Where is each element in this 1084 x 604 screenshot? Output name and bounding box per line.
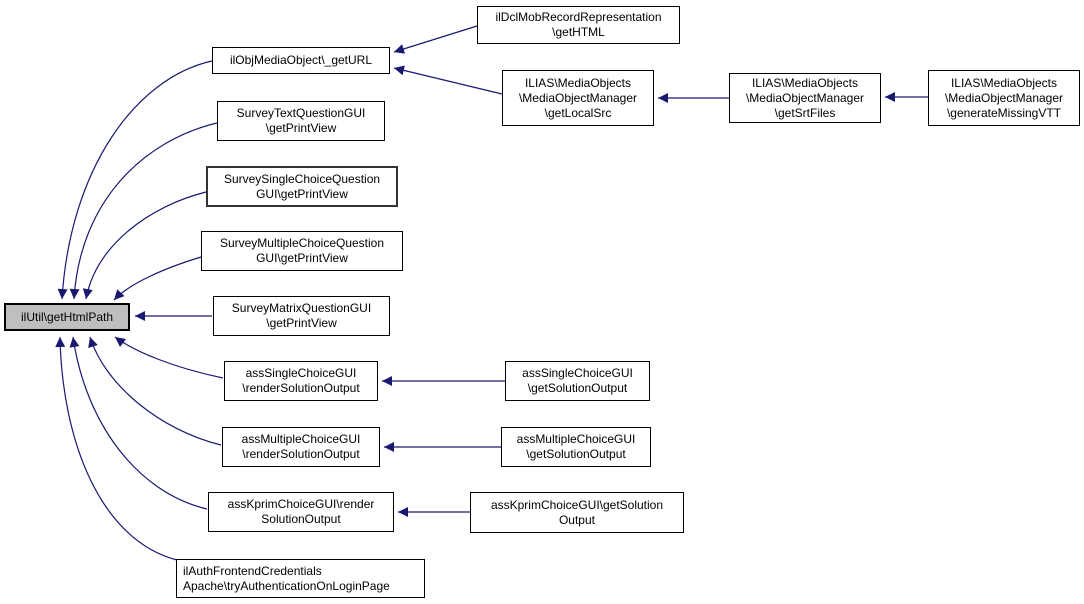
node-assmultiplechoicegui-rendersolutionoutput[interactable]: assMultipleChoiceGUI \renderSolutionOutp… xyxy=(222,427,380,467)
node-label: assMultipleChoiceGUI \renderSolutionOutp… xyxy=(241,432,361,461)
edge-amr-main xyxy=(88,336,222,446)
node-label: SurveySingleChoiceQuestion GUI\getPrintV… xyxy=(223,171,381,201)
node-mediaobjectmanager-getlocalsrc[interactable]: ILIAS\MediaObjects \MediaObjectManager \… xyxy=(502,70,654,126)
edge-auth-main xyxy=(55,336,178,561)
edge-smultiple-main xyxy=(113,256,202,301)
node-asskprimchoicegui-getsolutionoutput[interactable]: assKprimChoiceGUI\getSolution Output xyxy=(470,492,684,533)
node-asssinglechoicegui-rendersolutionoutput[interactable]: assSingleChoiceGUI \renderSolutionOutput xyxy=(224,361,378,401)
node-ildclmobrecordrepresentation-gethtml[interactable]: ilDclMobRecordRepresentation \getHTML xyxy=(477,6,680,44)
node-mediaobjectmanager-getsrtfiles[interactable]: ILIAS\MediaObjects \MediaObjectManager \… xyxy=(729,73,881,123)
node-label: ILIAS\MediaObjects \MediaObjectManager \… xyxy=(944,75,1064,120)
node-label: SurveyMatrixQuestionGUI \getPrintView xyxy=(231,301,372,330)
node-asskprimchoicegui-rendersolutionoutput[interactable]: assKprimChoiceGUI\render SolutionOutput xyxy=(208,492,394,532)
node-surveysinglechoicequestiongui-getprintview[interactable]: SurveySingleChoiceQuestion GUI\getPrintV… xyxy=(206,166,398,207)
edge-dcl-geturl xyxy=(393,25,478,54)
edge-stext-main xyxy=(69,122,218,300)
node-mediaobjectmanager-generatemissingvtt[interactable]: ILIAS\MediaObjects \MediaObjectManager \… xyxy=(928,70,1080,126)
node-label: ilDclMobRecordRepresentation \getHTML xyxy=(495,10,662,39)
edge-localsrc-geturl xyxy=(393,65,503,95)
node-label: assSingleChoiceGUI \getSolutionOutput xyxy=(522,366,633,395)
node-label: ilUtil\getHtmlPath xyxy=(20,309,114,324)
node-label: assKprimChoiceGUI\render SolutionOutput xyxy=(227,497,375,526)
node-label: ilAuthFrontendCredentials Apache\tryAuth… xyxy=(183,563,390,593)
edge-geturl-main xyxy=(57,60,213,300)
node-label: SurveyMultipleChoiceQuestion GUI\getPrin… xyxy=(219,236,385,265)
node-label: ILIAS\MediaObjects \MediaObjectManager \… xyxy=(745,75,865,120)
node-label: ILIAS\MediaObjects \MediaObjectManager \… xyxy=(518,75,638,120)
edge-ssingle-main xyxy=(82,191,207,300)
node-asssinglechoicegui-getsolutionoutput[interactable]: assSingleChoiceGUI \getSolutionOutput xyxy=(505,361,650,401)
node-ilutil-gethtmlpath[interactable]: ilUtil\getHtmlPath xyxy=(4,303,130,331)
node-surveymatrixquestiongui-getprintview[interactable]: SurveyMatrixQuestionGUI \getPrintView xyxy=(213,296,390,336)
node-surveymultiplechoicequestiongui-getprintview[interactable]: SurveyMultipleChoiceQuestion GUI\getPrin… xyxy=(201,231,403,271)
node-label: ilObjMediaObject\_getURL xyxy=(229,53,373,67)
edge-asr-main xyxy=(114,336,224,379)
node-ilobjmediaobject-geturl[interactable]: ilObjMediaObject\_getURL xyxy=(212,47,390,74)
node-label: assMultipleChoiceGUI \getSolutionOutput xyxy=(516,432,636,461)
node-label: SurveyTextQuestionGUI \getPrintView xyxy=(236,106,366,135)
node-surveytextquestiongui-getprintview[interactable]: SurveyTextQuestionGUI \getPrintView xyxy=(217,101,385,141)
edge-akr-main xyxy=(69,336,208,510)
node-ilauthfrontendcredentialsapache-tryauthenticationonloginpage[interactable]: ilAuthFrontendCredentials Apache\tryAuth… xyxy=(176,559,425,598)
node-label: assSingleChoiceGUI \renderSolutionOutput xyxy=(242,366,360,395)
node-assmultiplechoicegui-getsolutionoutput[interactable]: assMultipleChoiceGUI \getSolutionOutput xyxy=(501,427,651,467)
node-label: assKprimChoiceGUI\getSolution Output xyxy=(490,497,664,527)
